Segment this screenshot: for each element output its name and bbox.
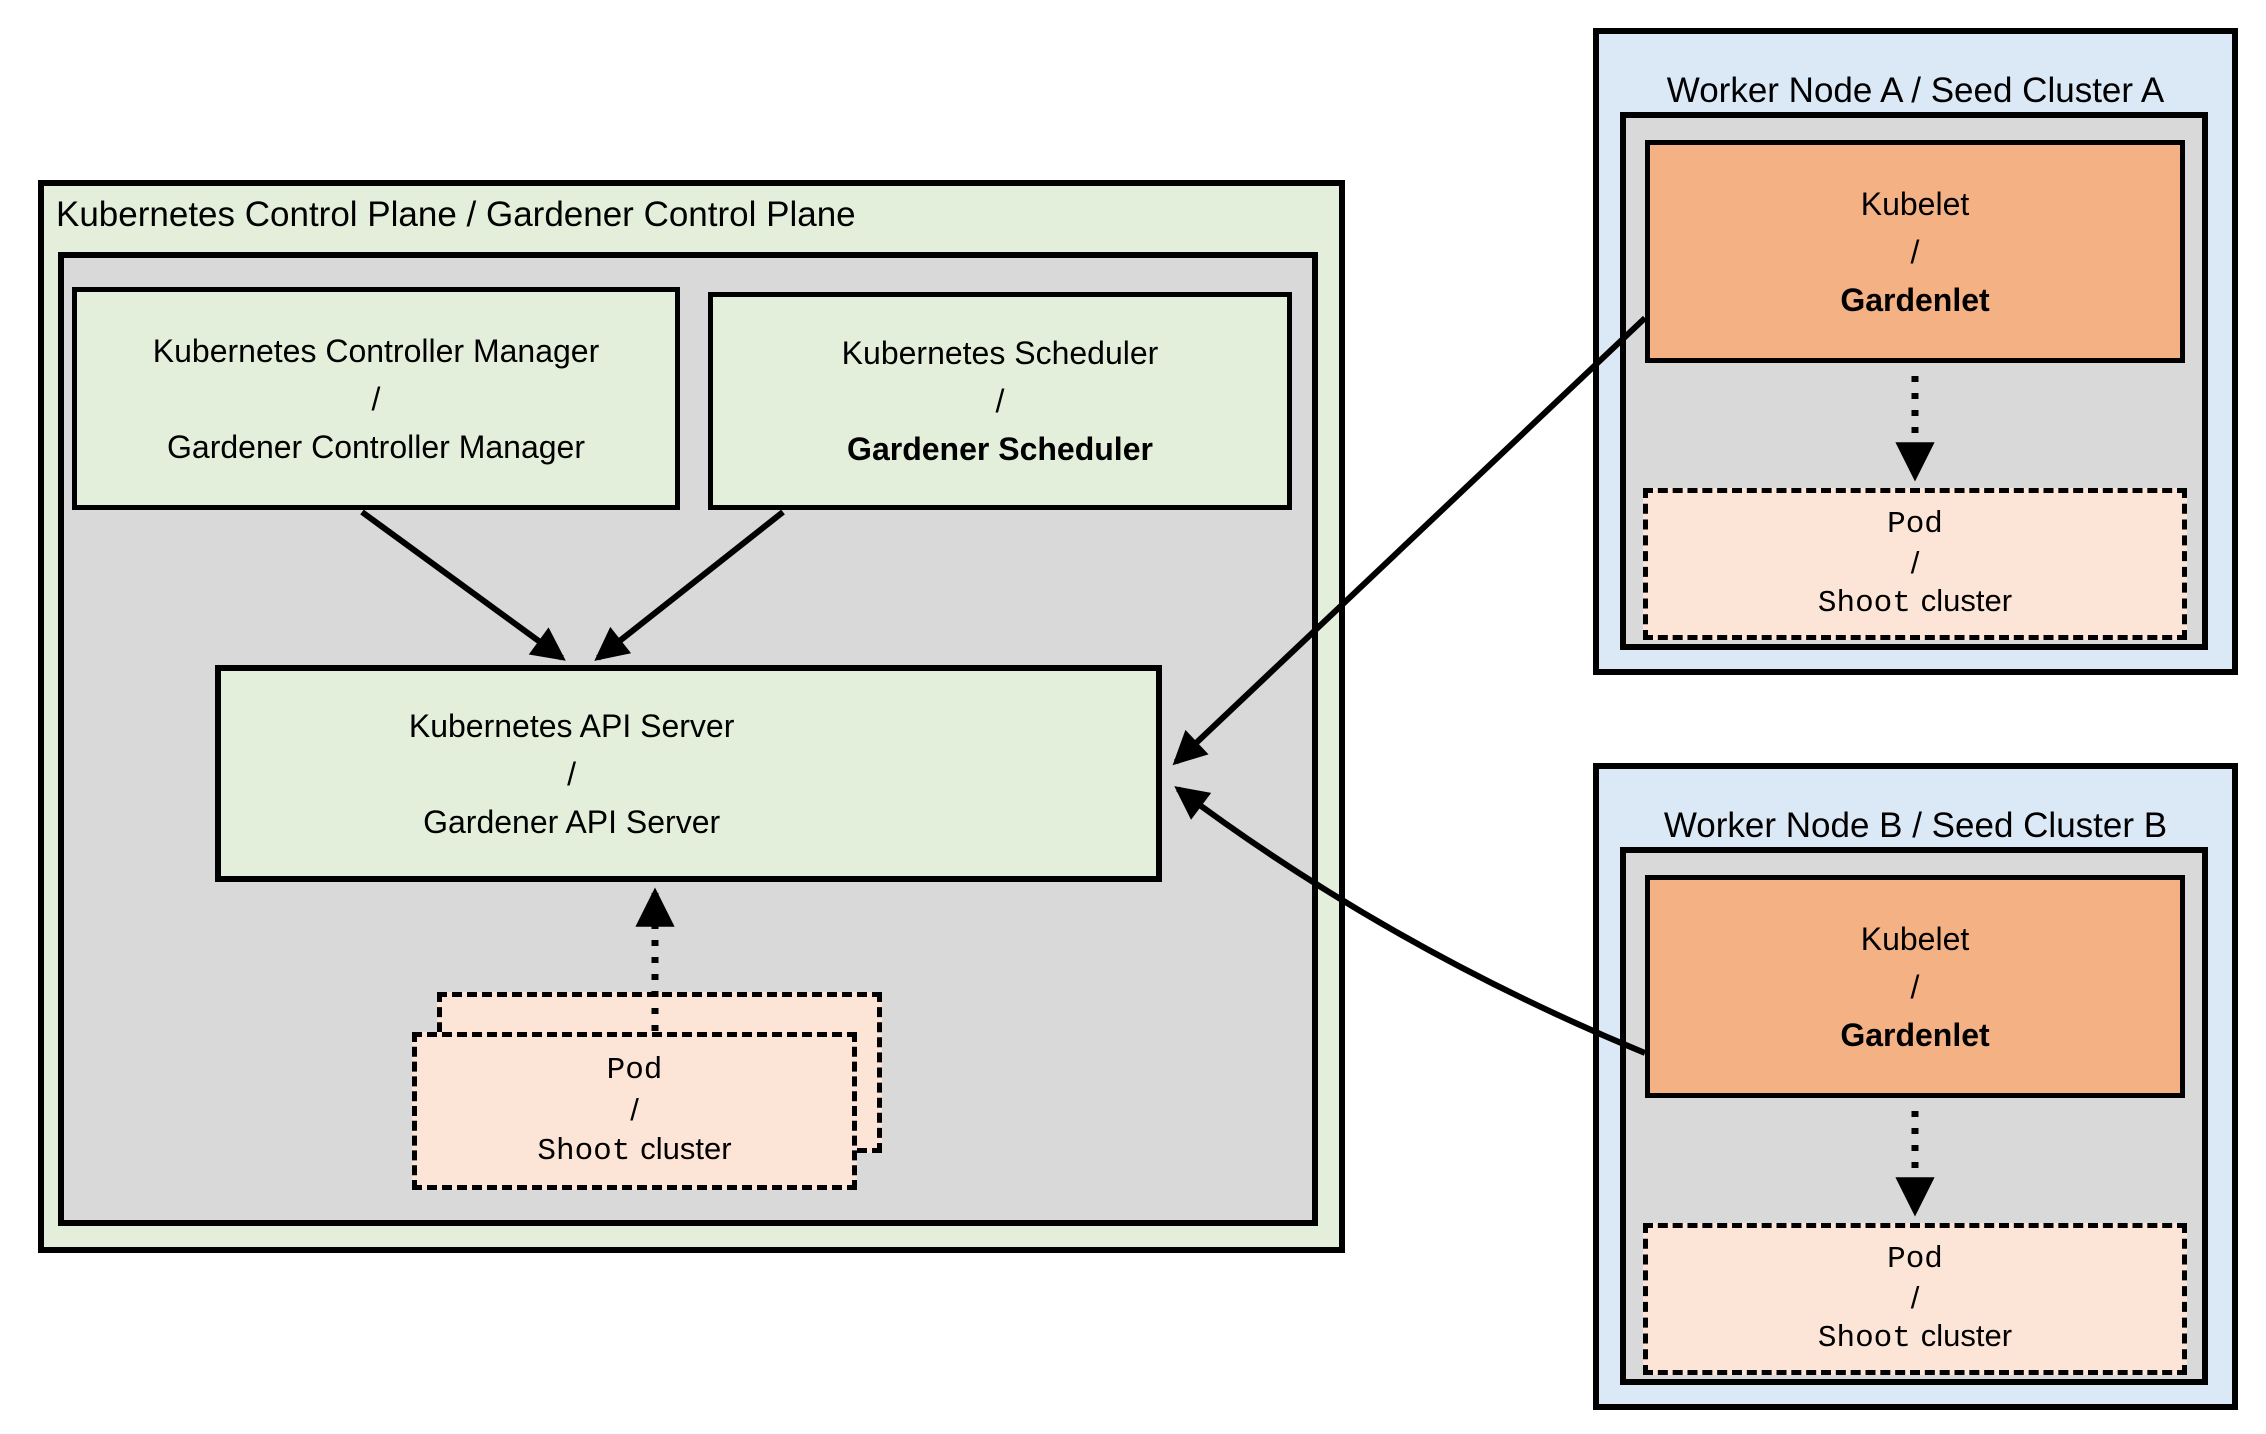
api-server-box: Kubernetes API Server / Gardener API Ser…: [215, 665, 1162, 882]
pod-b-line2: /: [1910, 1279, 1920, 1315]
controller-manager-line1: Kubernetes Controller Manager: [152, 332, 600, 369]
pod-a-line1: Pod: [1887, 506, 1943, 542]
controller-manager-line2: /: [371, 380, 381, 417]
api-server-line3: Gardener API Server: [423, 803, 721, 840]
control-plane-title: Kubernetes Control Plane / Gardener Cont…: [56, 195, 856, 234]
scheduler-line2: /: [995, 383, 1005, 419]
worker-node-a-title: Worker Node A / Seed Cluster A: [1666, 71, 2165, 110]
kubelet-b-line3: Gardenlet: [1840, 1016, 1990, 1053]
kubelet-b-line1: Kubelet: [1860, 920, 1970, 957]
kubelet-a-line1: Kubelet: [1860, 185, 1970, 222]
pod-b-line3-mono: Shoot: [1817, 1320, 1911, 1356]
shoot-pod-box: Pod / Shoot cluster: [412, 1032, 857, 1190]
shoot-pod-line3: Shoot cluster: [537, 1129, 731, 1171]
api-server-line1: Kubernetes API Server: [408, 707, 735, 744]
scheduler-line3: Gardener Scheduler: [847, 431, 1153, 467]
shoot-pod-line3-mono: Shoot: [537, 1134, 631, 1169]
kubelet-b-box: Kubelet / Gardenlet: [1645, 875, 2185, 1098]
api-server-label: Kubernetes API Server / Gardener API Ser…: [221, 671, 922, 876]
scheduler-box: Kubernetes Scheduler / Gardener Schedule…: [708, 292, 1292, 510]
kubelet-a-box: Kubelet / Gardenlet: [1645, 140, 2185, 363]
kubelet-a-line2: /: [1910, 233, 1920, 270]
scheduler-line1: Kubernetes Scheduler: [841, 335, 1159, 371]
worker-node-b-title: Worker Node B / Seed Cluster B: [1663, 806, 2168, 845]
pod-a-line3-mono: Shoot: [1817, 585, 1911, 621]
shoot-pod-line2: /: [630, 1092, 639, 1127]
pod-a-line2: /: [1910, 544, 1920, 580]
shoot-pod-line1: Pod: [606, 1053, 663, 1088]
api-server-line2: /: [567, 755, 577, 792]
pod-b-line3-sans: cluster: [1920, 1317, 2013, 1353]
pod-a-line3-sans: cluster: [1920, 582, 2013, 618]
pod-b-line1: Pod: [1887, 1241, 1943, 1277]
kubelet-b-line2: /: [1910, 968, 1920, 1005]
kubelet-a-line3: Gardenlet: [1840, 281, 1990, 318]
controller-manager-line3: Gardener Controller Manager: [167, 428, 585, 465]
controller-manager-box: Kubernetes Controller Manager / Gardener…: [72, 287, 680, 510]
shoot-pod-line3-sans: cluster: [640, 1131, 732, 1166]
